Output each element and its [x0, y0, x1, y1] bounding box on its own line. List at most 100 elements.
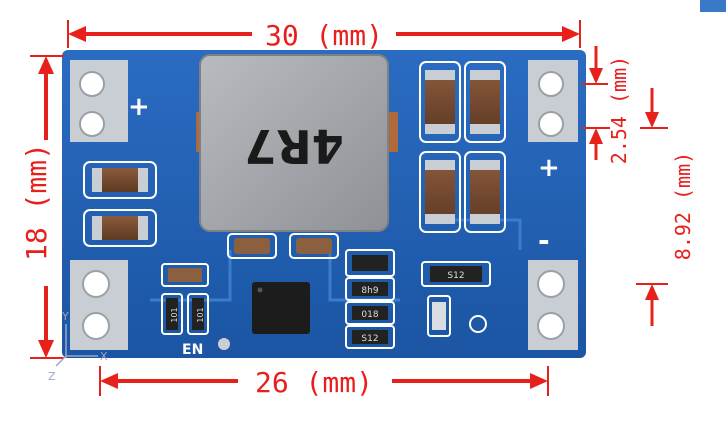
capacitor-small — [168, 268, 202, 282]
res-outline — [161, 263, 209, 287]
cap-terminal — [470, 160, 500, 170]
arrow-down-icon — [38, 340, 54, 358]
capacitor-small — [234, 238, 270, 254]
res-outline — [345, 301, 395, 325]
arrow-left-icon — [68, 26, 86, 42]
resistor — [166, 298, 178, 330]
chip-label: 018 — [361, 310, 378, 320]
res-outline — [345, 325, 395, 349]
test-point — [469, 315, 487, 333]
cap-terminal — [92, 168, 102, 192]
dimension-offset: 8.92 (mm) — [636, 88, 695, 326]
arrow-down-icon — [589, 68, 603, 84]
cap-terminal — [425, 124, 455, 134]
cap-terminal — [425, 160, 455, 170]
corner-accent — [700, 0, 726, 12]
dimension-mount: 26 (mm) — [99, 366, 549, 399]
capacitor-bank-top — [419, 61, 506, 233]
right-components: S12 — [421, 261, 491, 337]
inductor: 4R7 — [196, 54, 398, 232]
cap-outline — [83, 209, 157, 247]
dimension-pitch: 2.54 (mm) — [582, 46, 631, 164]
resistor — [352, 255, 388, 271]
en-pad — [218, 338, 230, 350]
chip-label: S12 — [361, 334, 378, 344]
cap-terminal — [138, 216, 148, 240]
arrow-right-icon — [530, 373, 548, 389]
axis-z — [55, 355, 67, 367]
left-hole-3 — [82, 270, 110, 298]
inductor-body — [199, 54, 389, 232]
width-label: 30 (mm) — [265, 19, 383, 52]
led — [432, 302, 446, 330]
capacitor — [92, 168, 148, 192]
right-hole-3 — [537, 270, 565, 298]
cap-outline — [289, 233, 339, 259]
capacitor — [92, 216, 148, 240]
inductor-marking: 4R7 — [244, 119, 343, 173]
chip-label: 101 — [196, 307, 205, 322]
cap-terminal — [138, 168, 148, 192]
chip-label: S12 — [447, 271, 464, 281]
cap-terminal — [470, 214, 500, 224]
cap-outline — [227, 233, 277, 259]
ic-pin1-dot — [257, 287, 263, 293]
right-hole-4 — [537, 312, 565, 340]
left-hole-2 — [79, 111, 105, 137]
ic-body — [252, 282, 310, 334]
res-outline — [345, 249, 395, 277]
capacitor — [470, 70, 500, 134]
cap-outline — [464, 61, 506, 143]
left-components: 101 101 EN — [161, 263, 230, 358]
led-outline — [427, 295, 451, 337]
capacitor — [425, 70, 455, 134]
cap-outline — [83, 161, 157, 199]
ic-chip — [252, 282, 310, 334]
resistor — [430, 266, 482, 282]
arrow-right-icon — [562, 26, 580, 42]
cap-outline — [419, 151, 461, 233]
capacitor — [470, 160, 500, 224]
left-hole-1 — [79, 71, 105, 97]
cap-terminal — [425, 70, 455, 80]
minus-symbol: - — [538, 224, 550, 257]
height-label: 18 (mm) — [20, 143, 53, 261]
axis-y-label: Y — [61, 310, 69, 323]
dimension-width: 30 (mm) — [67, 19, 581, 52]
small-caps-middle — [227, 233, 339, 259]
cap-terminal — [425, 214, 455, 224]
resistor — [192, 298, 204, 330]
en-label: EN — [182, 342, 203, 358]
axis-x-label: X — [100, 350, 108, 363]
cap-terminal — [92, 216, 102, 240]
cap-outline — [419, 61, 461, 143]
cap-terminal — [470, 70, 500, 80]
capacitor — [425, 160, 455, 224]
plus-symbol-right: + — [538, 153, 560, 183]
resistor — [352, 330, 388, 344]
res-outline — [421, 261, 491, 287]
capacitor-small — [296, 238, 332, 254]
chip-label: 101 — [170, 307, 179, 322]
left-header-top: + — [70, 60, 150, 142]
resistor — [352, 282, 388, 296]
right-hole-1 — [538, 71, 564, 97]
arrow-up-icon — [645, 284, 659, 300]
arrow-down-icon — [645, 112, 659, 128]
left-header-bottom — [70, 260, 128, 350]
res-outline — [161, 293, 183, 335]
axis-z-label: Z — [48, 370, 56, 383]
right-hole-2 — [538, 111, 564, 137]
cap-terminal — [470, 124, 500, 134]
dimension-height: 18 (mm) — [20, 55, 64, 359]
mount-label: 26 (mm) — [255, 366, 373, 399]
offset-label: 8.92 (mm) — [671, 152, 695, 260]
axes-indicator: Z Y X — [48, 310, 108, 383]
resistor-column: 8h9 018 S12 — [345, 249, 395, 349]
res-outline — [345, 277, 395, 301]
arrow-up-icon — [589, 128, 603, 144]
resistor — [352, 306, 388, 320]
capacitor-bank-left — [83, 161, 157, 247]
pitch-label: 2.54 (mm) — [607, 56, 631, 164]
